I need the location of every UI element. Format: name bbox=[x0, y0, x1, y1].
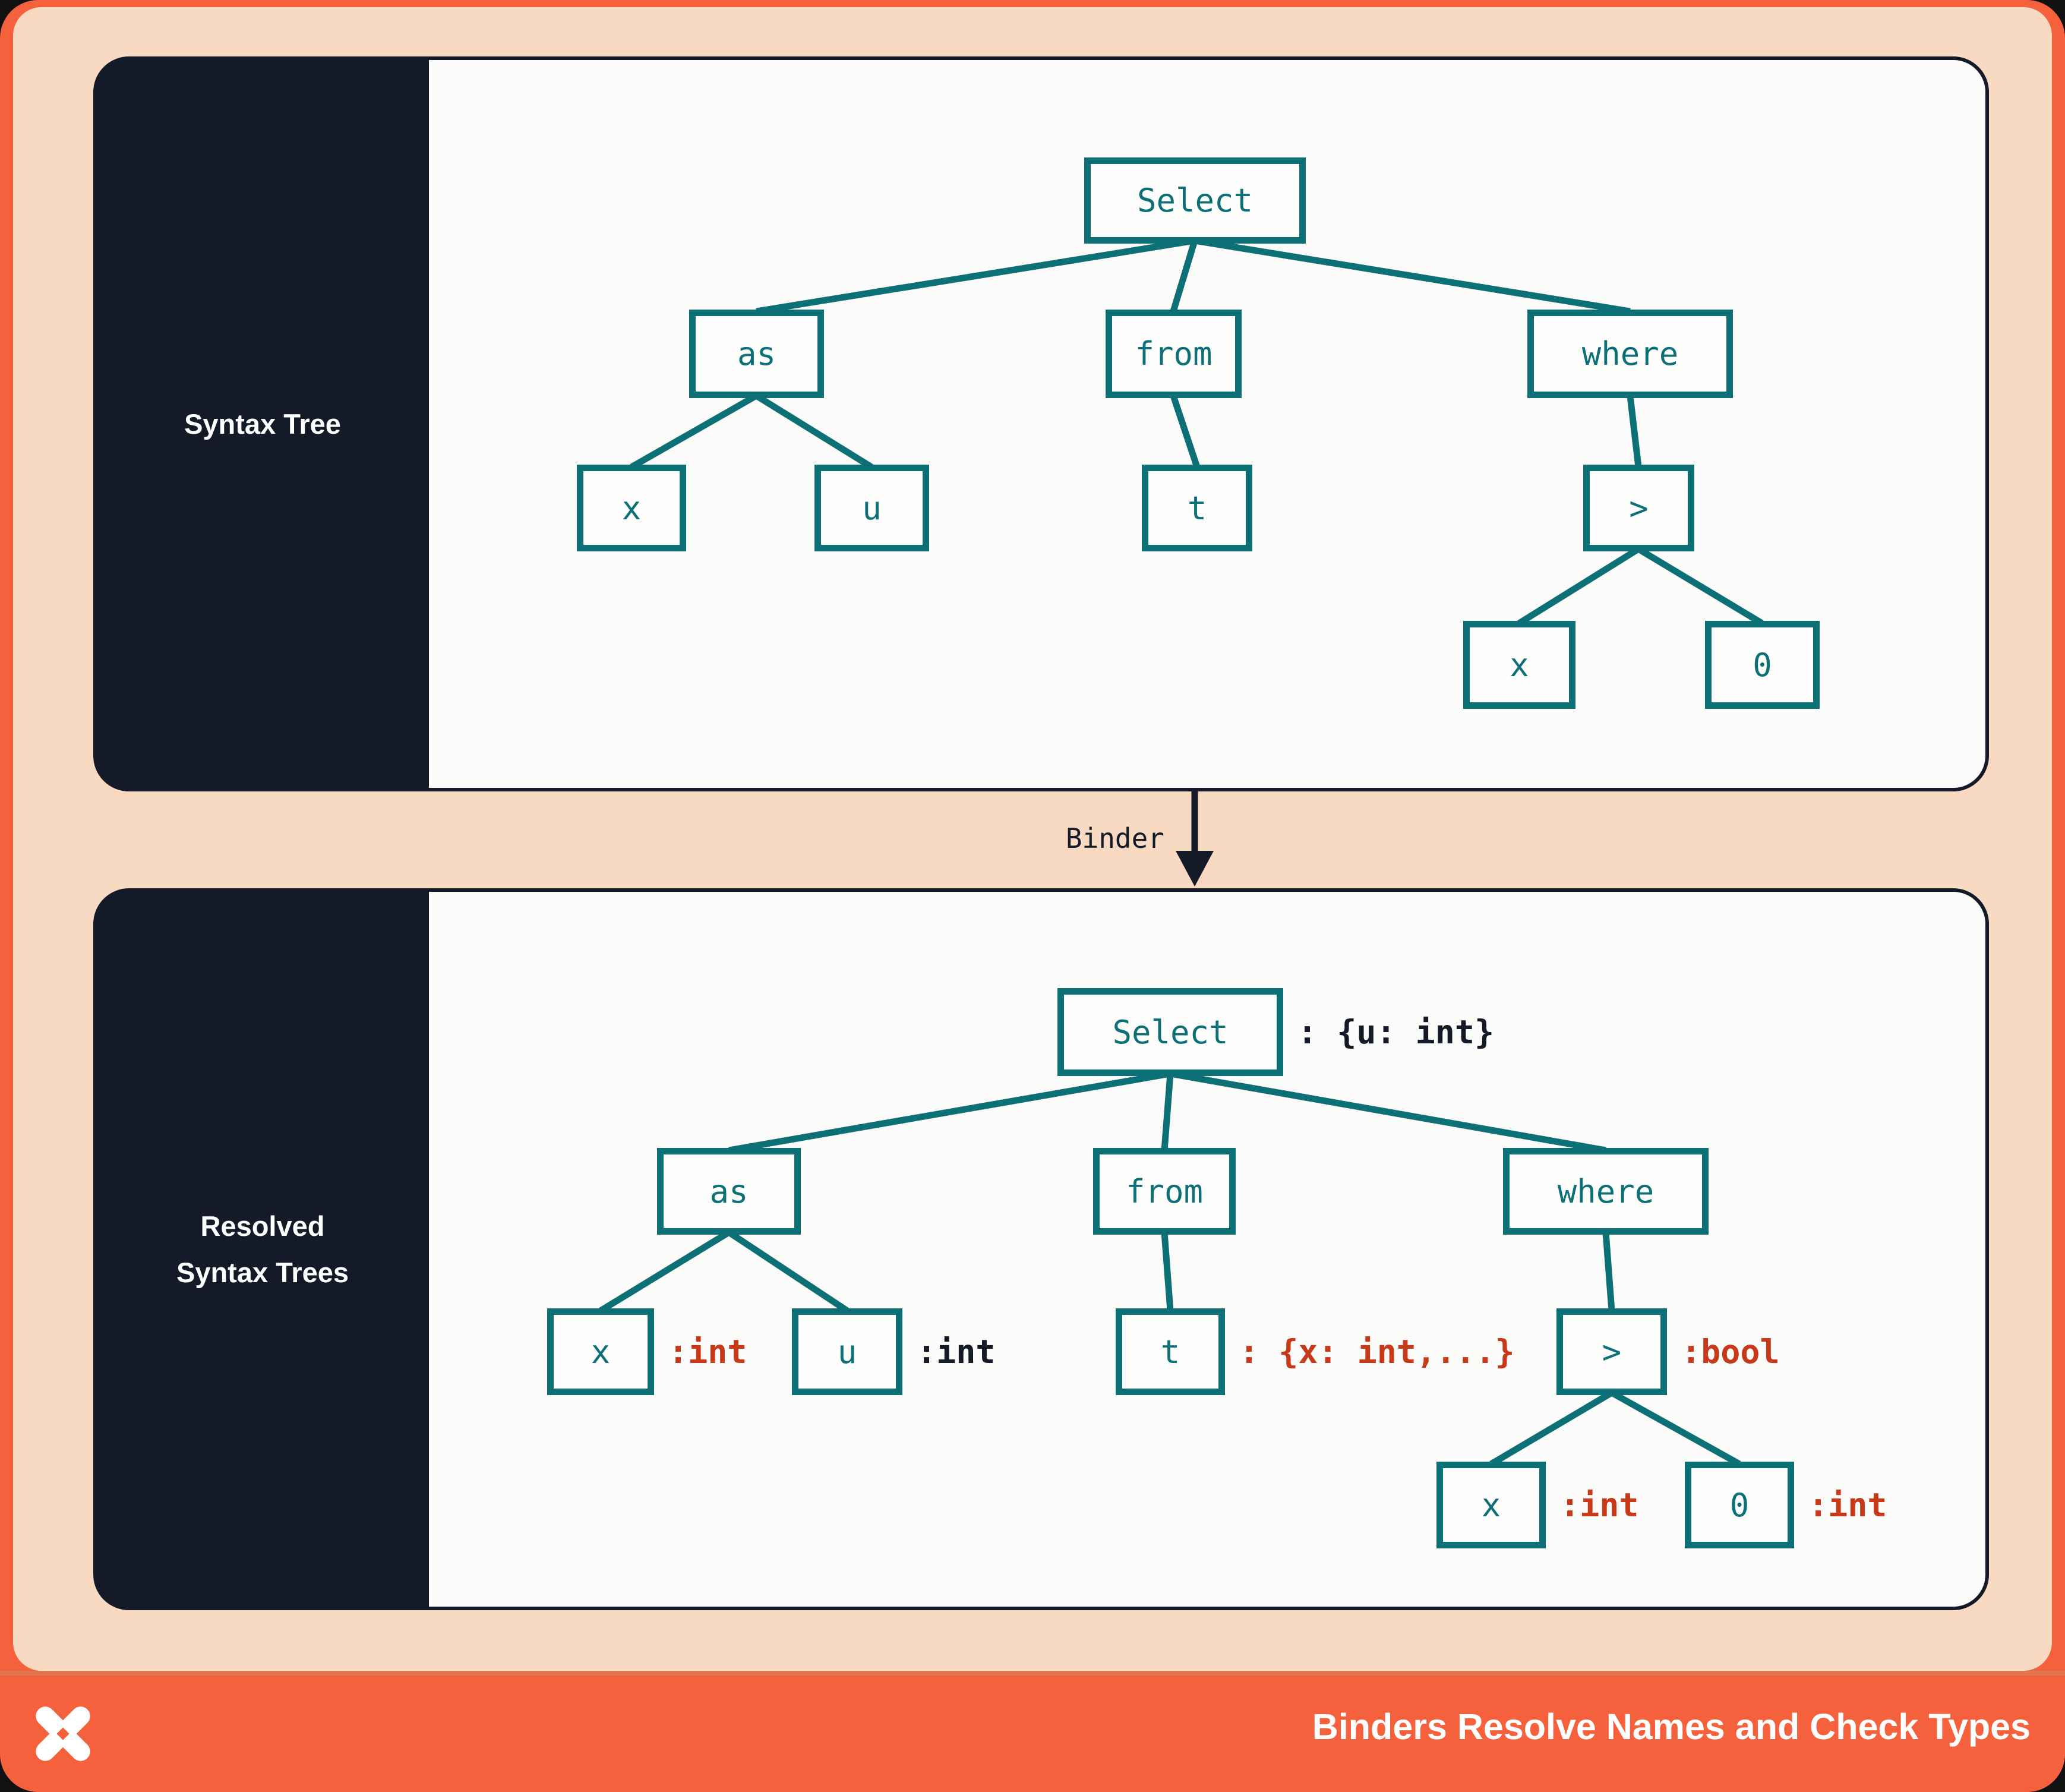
pinwheel-x-logo-icon bbox=[36, 1706, 90, 1761]
bottom-node-select-box: Select bbox=[1057, 988, 1283, 1076]
bottom-node-x2-box: x bbox=[1436, 1462, 1546, 1548]
bottom-node-t-box: t bbox=[1116, 1308, 1225, 1395]
binder-label: Binder bbox=[1065, 822, 1164, 854]
bottom-node-u-box: u bbox=[792, 1308, 902, 1395]
top-node-from-box: from bbox=[1106, 310, 1242, 398]
top-node-select: Select bbox=[1084, 157, 1306, 244]
bottom-node-zero-box: 0 bbox=[1685, 1462, 1794, 1548]
bottom-node-from-box: from bbox=[1093, 1148, 1236, 1235]
top-node-as-box: as bbox=[689, 310, 824, 398]
bottom-node-u-annotation: :int bbox=[917, 1333, 996, 1371]
top-node-t-box: t bbox=[1142, 465, 1252, 551]
bottom-node-t-annotation: : {x: int,...} bbox=[1239, 1333, 1515, 1371]
bottom-node-x1: x :int bbox=[547, 1308, 747, 1395]
top-node-x1-box: x bbox=[577, 465, 686, 551]
resolved-syntax-trees-panel-sidebar: Resolved Syntax Trees bbox=[96, 891, 429, 1607]
top-node-gt-box: > bbox=[1583, 465, 1694, 551]
top-node-x2-box: x bbox=[1463, 621, 1575, 709]
top-node-from: from bbox=[1106, 310, 1242, 398]
bottom-node-t: t : {x: int,...} bbox=[1116, 1308, 1515, 1395]
footer-title: Binders Resolve Names and Check Types bbox=[1312, 1706, 2031, 1747]
bottom-node-gt-annotation: :bool bbox=[1681, 1333, 1780, 1371]
bottom-node-zero-annotation: :int bbox=[1808, 1486, 1887, 1524]
syntax-tree-panel: Syntax Tree bbox=[93, 56, 1989, 791]
bottom-node-as-box: as bbox=[657, 1148, 801, 1235]
resolved-syntax-trees-panel: Resolved Syntax Trees bbox=[93, 888, 1989, 1610]
bottom-node-gt: > :bool bbox=[1556, 1308, 1780, 1395]
bottom-node-x1-annotation: :int bbox=[668, 1333, 747, 1371]
bottom-node-where: where bbox=[1503, 1148, 1709, 1235]
bottom-node-where-box: where bbox=[1503, 1148, 1709, 1235]
bottom-node-as: as bbox=[657, 1148, 801, 1235]
top-node-gt: > bbox=[1583, 465, 1694, 551]
top-node-x2: x bbox=[1463, 621, 1575, 709]
bottom-node-x2: x :int bbox=[1436, 1462, 1638, 1548]
top-node-u: u bbox=[814, 465, 929, 551]
bottom-node-zero: 0 :int bbox=[1685, 1462, 1887, 1548]
bottom-node-u: u :int bbox=[792, 1308, 995, 1395]
top-node-zero-box: 0 bbox=[1705, 621, 1820, 709]
bottom-node-select: Select : {u: int} bbox=[1057, 988, 1494, 1076]
footer-bar: Binders Resolve Names and Check Types bbox=[0, 1671, 2065, 1792]
top-node-u-box: u bbox=[814, 465, 929, 551]
bottom-node-select-annotation: : {u: int} bbox=[1297, 1013, 1495, 1051]
top-node-x1: x bbox=[577, 465, 686, 551]
bottom-node-from: from bbox=[1093, 1148, 1236, 1235]
resolved-title-line2: Syntax Trees bbox=[176, 1256, 349, 1288]
resolved-title-line1: Resolved bbox=[200, 1210, 325, 1242]
top-node-where: where bbox=[1527, 310, 1733, 398]
top-node-select-box: Select bbox=[1084, 157, 1306, 244]
resolved-syntax-trees-panel-title: Resolved Syntax Trees bbox=[176, 1203, 349, 1295]
bottom-node-x2-annotation: :int bbox=[1560, 1486, 1639, 1524]
bottom-node-gt-box: > bbox=[1556, 1308, 1667, 1395]
bottom-node-x1-box: x bbox=[547, 1308, 654, 1395]
top-node-as: as bbox=[689, 310, 824, 398]
syntax-tree-panel-sidebar: Syntax Tree bbox=[96, 59, 429, 788]
top-node-zero: 0 bbox=[1705, 621, 1820, 709]
syntax-tree-panel-title: Syntax Tree bbox=[184, 408, 341, 440]
top-node-where-box: where bbox=[1527, 310, 1733, 398]
top-node-t: t bbox=[1142, 465, 1252, 551]
